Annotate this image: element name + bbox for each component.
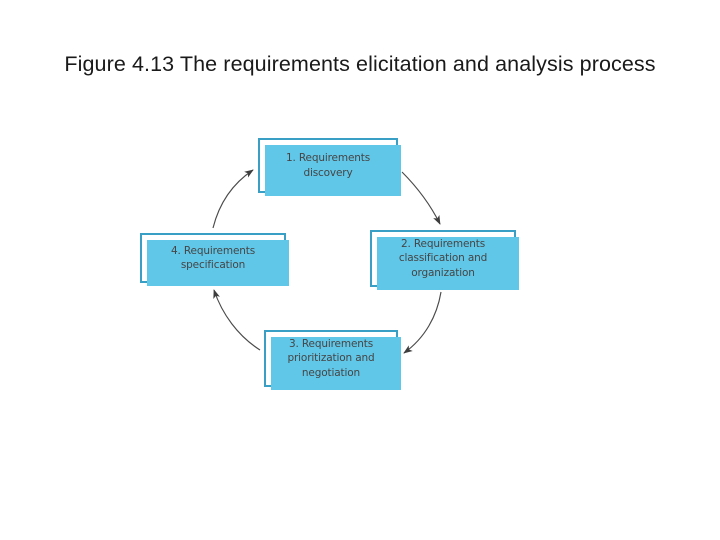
process-box-3-label: 3. Requirements prioritization and negot… [287, 337, 375, 379]
process-box-4-requirements-specification[interactable]: 4. Requirements specification [140, 233, 289, 286]
process-box-1-requirements-discovery[interactable]: 1. Requirements discovery [258, 138, 401, 196]
process-box-1-label: 1. Requirements discovery [285, 152, 371, 179]
arrow-3-to-4 [213, 289, 261, 351]
arrow-4-to-1 [212, 169, 254, 229]
process-box-3-requirements-prioritization-and-negotiation[interactable]: 3. Requirements prioritization and negot… [264, 330, 401, 390]
arrow-1-to-2 [401, 171, 441, 225]
process-box-2-label: 2. Requirements classification and organ… [398, 237, 488, 279]
page-title: Figure 4.13 The requirements elicitation… [64, 52, 656, 76]
arrow-layer [212, 169, 442, 354]
process-box-2-requirements-classification-and-organization[interactable]: 2. Requirements classification and organ… [370, 230, 519, 290]
arrow-2-to-3 [403, 291, 442, 354]
process-box-4-label: 4. Requirements specification [170, 244, 256, 272]
process-cycle-diagram: 1. Requirements discovery 2. Requirement… [0, 110, 720, 410]
